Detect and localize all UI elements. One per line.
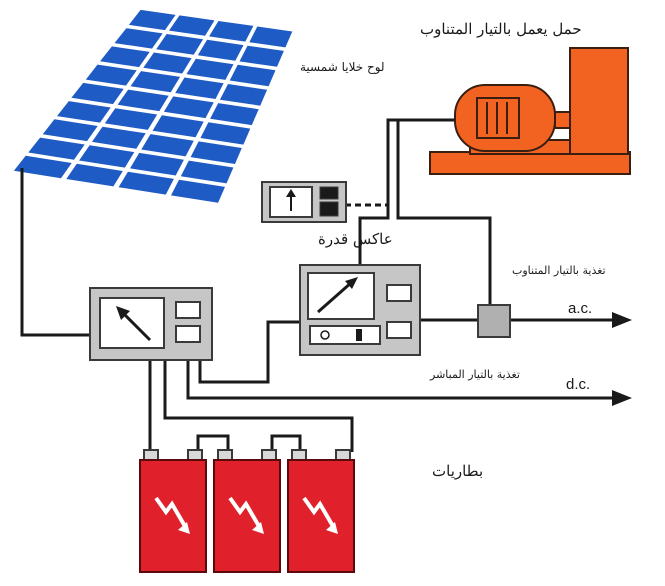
solar-cell bbox=[28, 137, 85, 160]
solar-panel-label: لوح خلايا شمسية bbox=[300, 60, 385, 74]
lightning-bolt-icon bbox=[154, 496, 188, 530]
battery bbox=[139, 449, 207, 573]
dc-label: d.c. bbox=[566, 376, 591, 393]
lightning-bolt-icon bbox=[302, 496, 336, 530]
solar-cell bbox=[210, 103, 259, 126]
motor-coupling bbox=[569, 47, 629, 155]
meter-indicator-top bbox=[319, 186, 339, 200]
charge-controller bbox=[89, 287, 213, 361]
solar-cell bbox=[100, 46, 150, 68]
solar-cell bbox=[169, 15, 215, 36]
solar-cell bbox=[239, 45, 284, 67]
battery-body bbox=[213, 459, 281, 573]
solar-cell bbox=[197, 39, 244, 61]
solar-cell bbox=[152, 115, 204, 138]
solar-cell bbox=[128, 9, 176, 31]
solar-cell bbox=[71, 82, 124, 105]
battery-body bbox=[139, 459, 207, 573]
solar-cell bbox=[130, 152, 184, 176]
solar-cell bbox=[200, 122, 251, 145]
solar-cell bbox=[141, 134, 194, 157]
ac-supply-label: تغذية بالتيار المتناوب bbox=[512, 264, 606, 277]
inverter-dial bbox=[307, 272, 375, 320]
solar-cell bbox=[180, 160, 234, 184]
arrow-up-icon bbox=[286, 189, 296, 211]
inverter-indicator-bottom bbox=[386, 321, 412, 339]
solar-panel-cells bbox=[13, 9, 293, 203]
dc-arrow-head bbox=[612, 390, 632, 406]
solar-cell bbox=[42, 119, 98, 142]
gauge-needle-icon bbox=[116, 306, 152, 342]
inverter-box bbox=[299, 264, 421, 356]
batteries-label: بطاريات bbox=[432, 462, 484, 480]
battery bbox=[287, 449, 355, 573]
inverter-bottom-panel bbox=[309, 325, 381, 345]
ac-motor bbox=[429, 47, 631, 175]
solar-cell bbox=[163, 96, 214, 119]
gauge-needle-icon bbox=[317, 277, 358, 314]
solar-cell bbox=[114, 28, 163, 49]
wire-battery-pos bbox=[163, 360, 354, 452]
wire-ac-loop bbox=[396, 120, 492, 305]
controller-indicator-bottom bbox=[175, 325, 201, 343]
solar-cell bbox=[171, 179, 225, 203]
solar-cell bbox=[79, 145, 135, 168]
solar-cell bbox=[219, 84, 268, 106]
solar-cell bbox=[175, 77, 224, 99]
battery bbox=[213, 449, 281, 573]
solar-cell bbox=[117, 89, 169, 112]
solar-cell bbox=[156, 34, 204, 55]
dc-supply-label: تغذية بالتيار المباشر bbox=[430, 368, 520, 381]
lightning-bolt-icon bbox=[228, 496, 262, 530]
solar-cell bbox=[118, 171, 174, 195]
wire-battery-link-1 bbox=[196, 434, 230, 452]
batteries bbox=[139, 449, 355, 573]
ac-load-label: حمل يعمل بالتيار المتناوب bbox=[420, 20, 582, 38]
solar-cell bbox=[249, 26, 293, 48]
meter-indicator-bottom bbox=[319, 201, 339, 217]
inverter-switch bbox=[356, 329, 362, 341]
battery-body bbox=[287, 459, 355, 573]
solar-cell bbox=[13, 155, 72, 179]
bolt-arrow-head bbox=[178, 522, 190, 534]
motor-base bbox=[429, 151, 631, 175]
solar-cell bbox=[57, 101, 111, 123]
wire-battery-link-2 bbox=[270, 434, 302, 452]
solar-cell bbox=[229, 64, 276, 87]
motor-shaft bbox=[554, 111, 572, 129]
bolt-arrow-head bbox=[326, 522, 338, 534]
solar-cell bbox=[186, 58, 234, 80]
meter-box bbox=[261, 181, 347, 223]
wire-inverter-motor bbox=[358, 118, 460, 265]
solar-cell bbox=[104, 108, 158, 130]
inverter-indicator-top bbox=[386, 284, 412, 302]
solar-cell bbox=[85, 64, 137, 86]
bolt-arrow-head bbox=[252, 522, 264, 534]
controller-indicator-top bbox=[175, 301, 201, 319]
wire-dc-out bbox=[186, 360, 612, 400]
inverter-label: عاكس قدرة bbox=[318, 230, 393, 248]
solar-cell bbox=[92, 126, 146, 149]
ac-label: a.c. bbox=[568, 300, 593, 317]
solar-cell bbox=[209, 21, 254, 42]
inverter-knob-icon bbox=[320, 330, 330, 340]
wires bbox=[20, 118, 612, 452]
solar-cell bbox=[66, 163, 123, 187]
ac-arrow-head bbox=[612, 312, 632, 328]
solar-cell bbox=[143, 52, 192, 74]
solar-cell bbox=[130, 71, 181, 93]
solar-panel bbox=[10, 8, 295, 205]
wire-panel-controller bbox=[20, 168, 90, 337]
solar-cell bbox=[190, 141, 242, 164]
wire-controller-inverter bbox=[198, 320, 300, 384]
junction-box bbox=[477, 304, 511, 338]
